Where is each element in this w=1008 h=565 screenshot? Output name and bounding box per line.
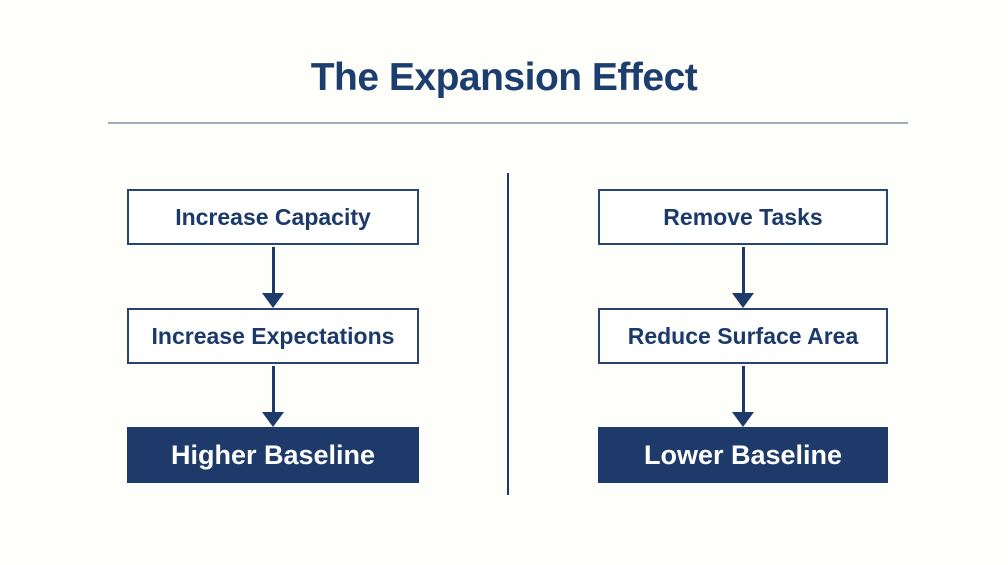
flow-step-remove-tasks: Remove Tasks (598, 189, 888, 245)
arrow-head (732, 412, 754, 427)
flow-step-reduce-surface-area: Reduce Surface Area (598, 308, 888, 364)
column-divider-line (507, 173, 509, 495)
down-arrow-icon (127, 245, 419, 308)
down-arrow-icon (598, 245, 888, 308)
down-arrow-icon (127, 364, 419, 427)
flow-result-lower-baseline: Lower Baseline (598, 427, 888, 483)
arrow-head (262, 293, 284, 308)
flow-result-higher-baseline: Higher Baseline (127, 427, 419, 483)
arrow-head (732, 293, 754, 308)
arrow-stem (741, 247, 745, 293)
arrow-stem (271, 247, 275, 293)
flow-column-right: Remove Tasks Reduce Surface Area Lower B… (598, 189, 888, 483)
page-title: The Expansion Effect (310, 56, 698, 99)
arrow-stem (741, 366, 745, 412)
flow-step-increase-expectations: Increase Expectations (127, 308, 419, 364)
title-divider-line (108, 122, 908, 124)
flow-step-increase-capacity: Increase Capacity (127, 189, 419, 245)
arrow-head (262, 412, 284, 427)
down-arrow-icon (598, 364, 888, 427)
arrow-stem (271, 366, 275, 412)
flow-column-left: Increase Capacity Increase Expectations … (127, 189, 419, 483)
